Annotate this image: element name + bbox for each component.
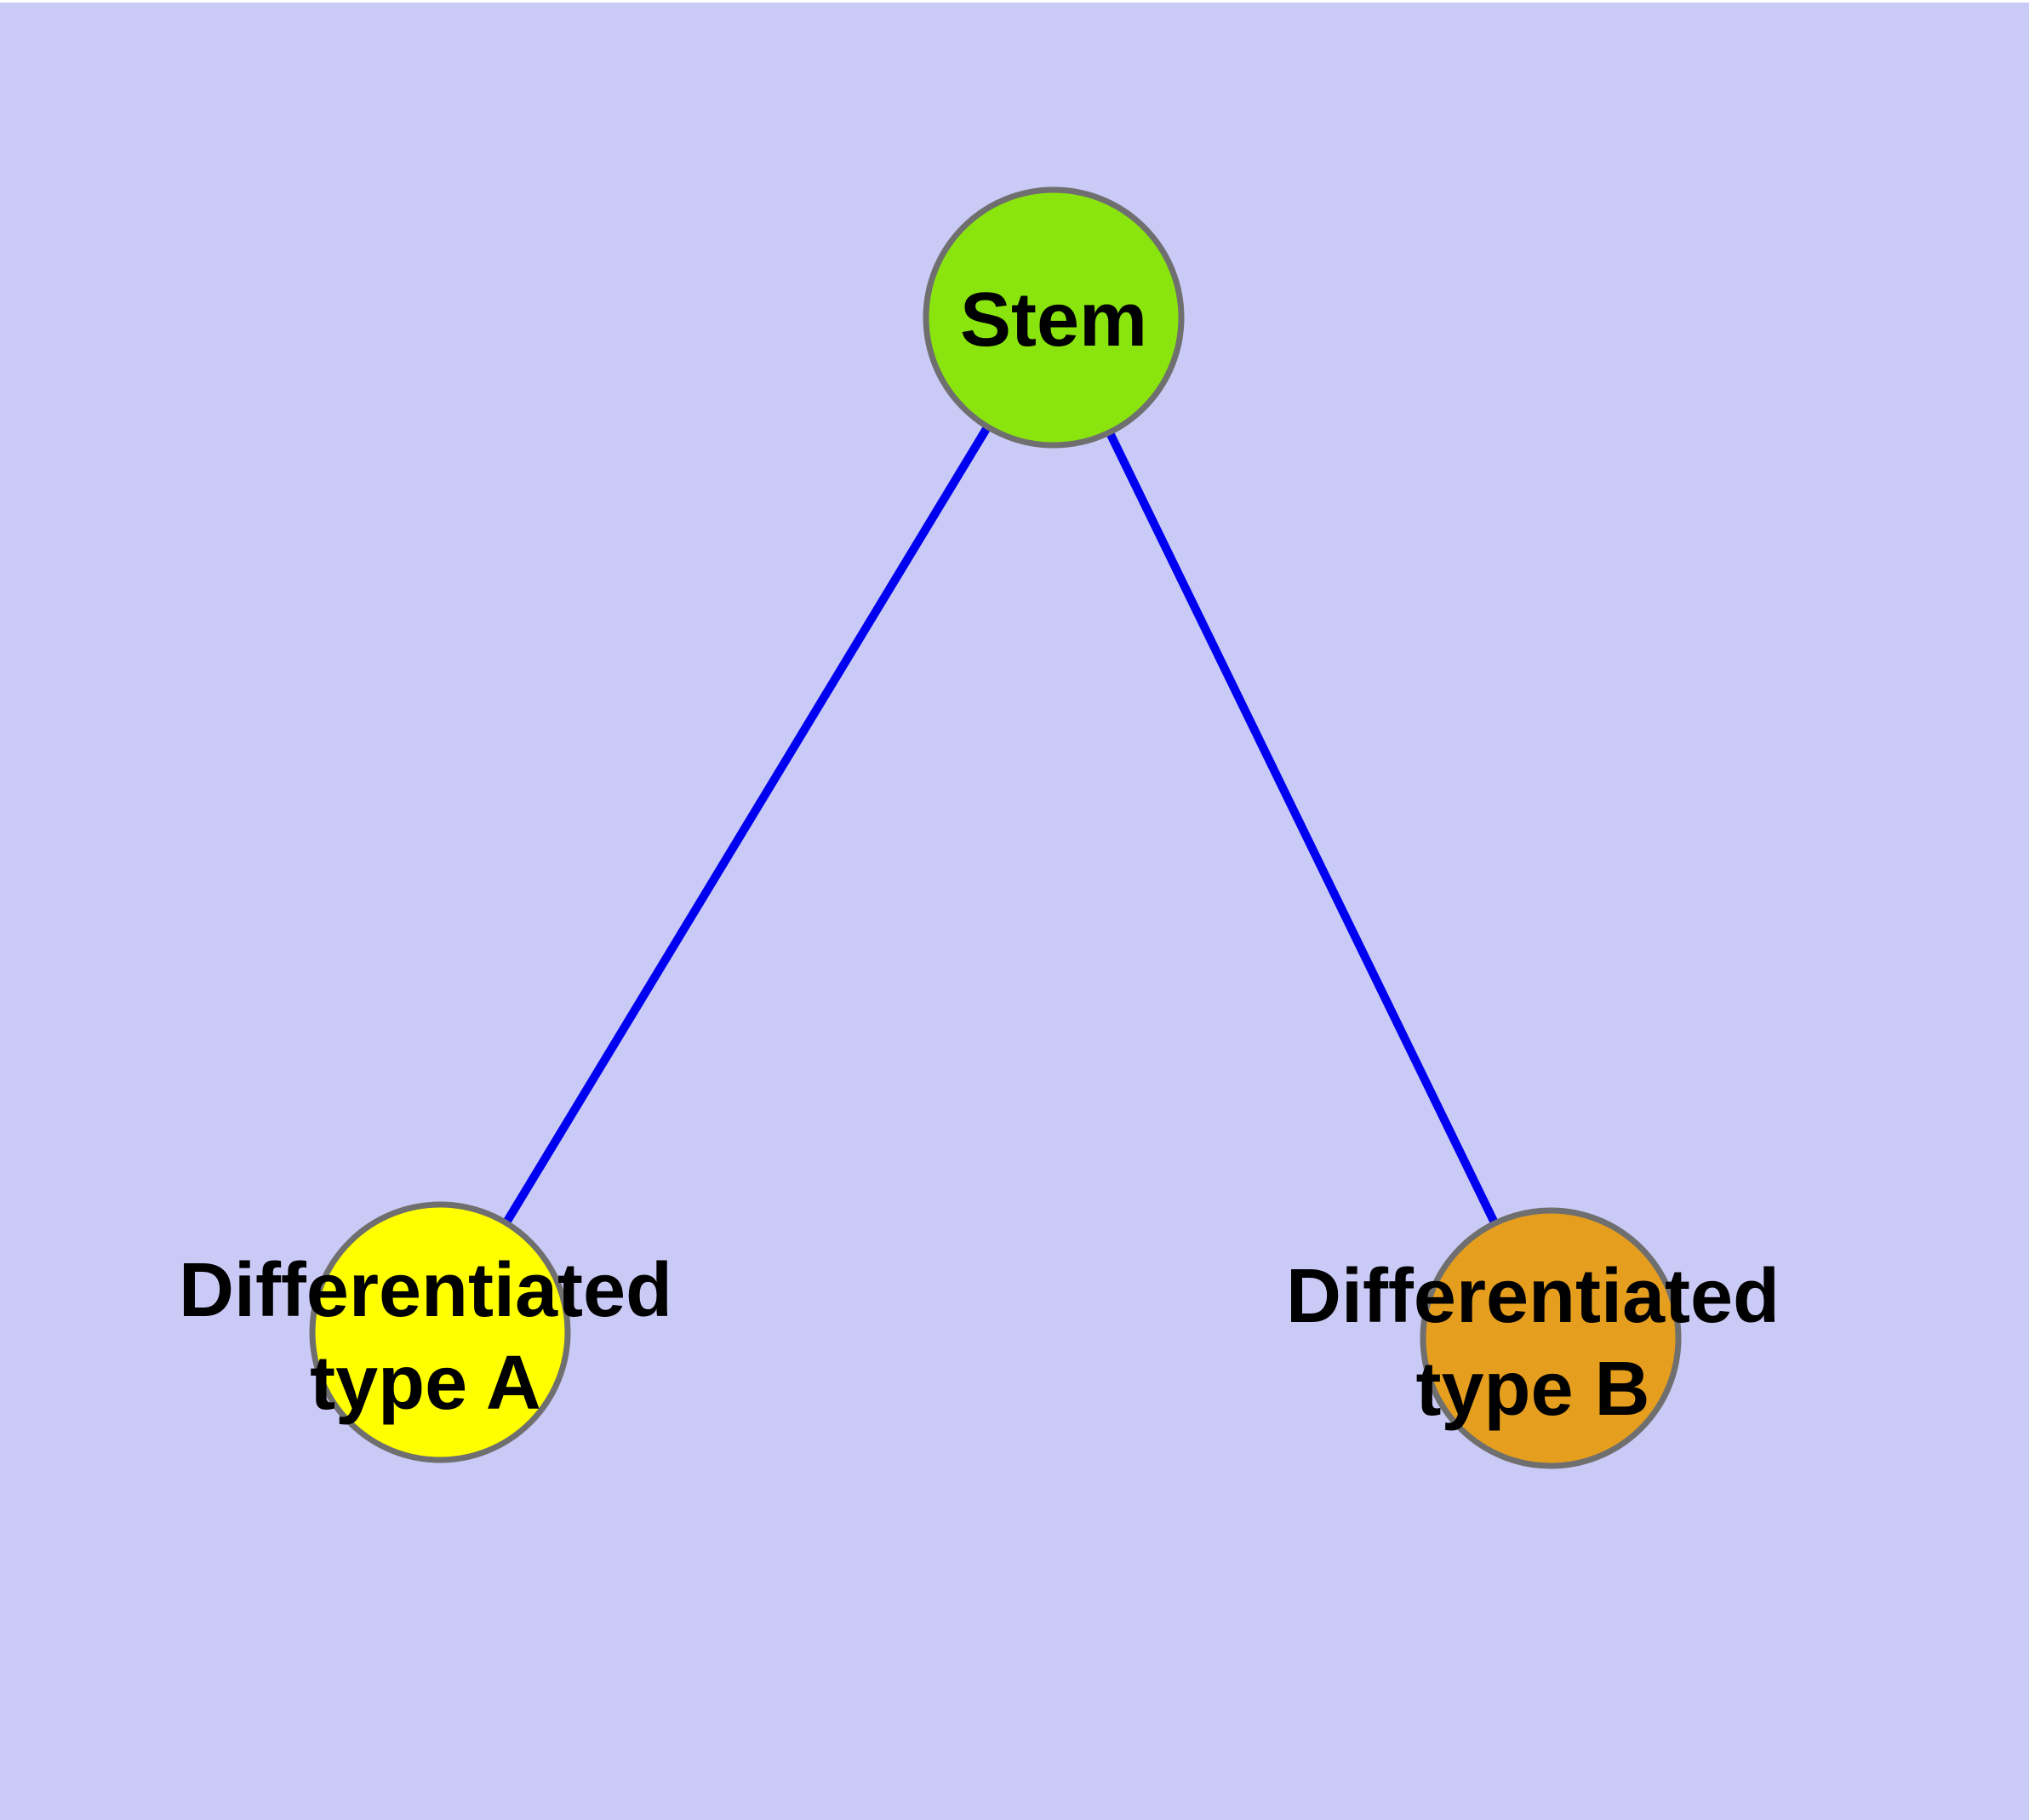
node-label-type-a-line2: type A	[310, 1341, 541, 1426]
node-label-type-b-line2: type B	[1415, 1347, 1649, 1432]
edge-stem-to-type-b	[1049, 315, 1555, 1341]
node-differentiated-type-b	[1420, 1207, 1682, 1469]
top-margin-strip	[0, 0, 2029, 3]
node-label-type-b-line1: Differentiated	[1286, 1254, 1780, 1339]
node-stem	[923, 186, 1185, 449]
node-differentiated-type-a	[309, 1201, 571, 1463]
edge-stem-to-type-a	[436, 315, 1058, 1335]
node-label-type-a-line1: Differentiated	[179, 1248, 672, 1333]
node-label-stem: Stem	[960, 278, 1147, 363]
